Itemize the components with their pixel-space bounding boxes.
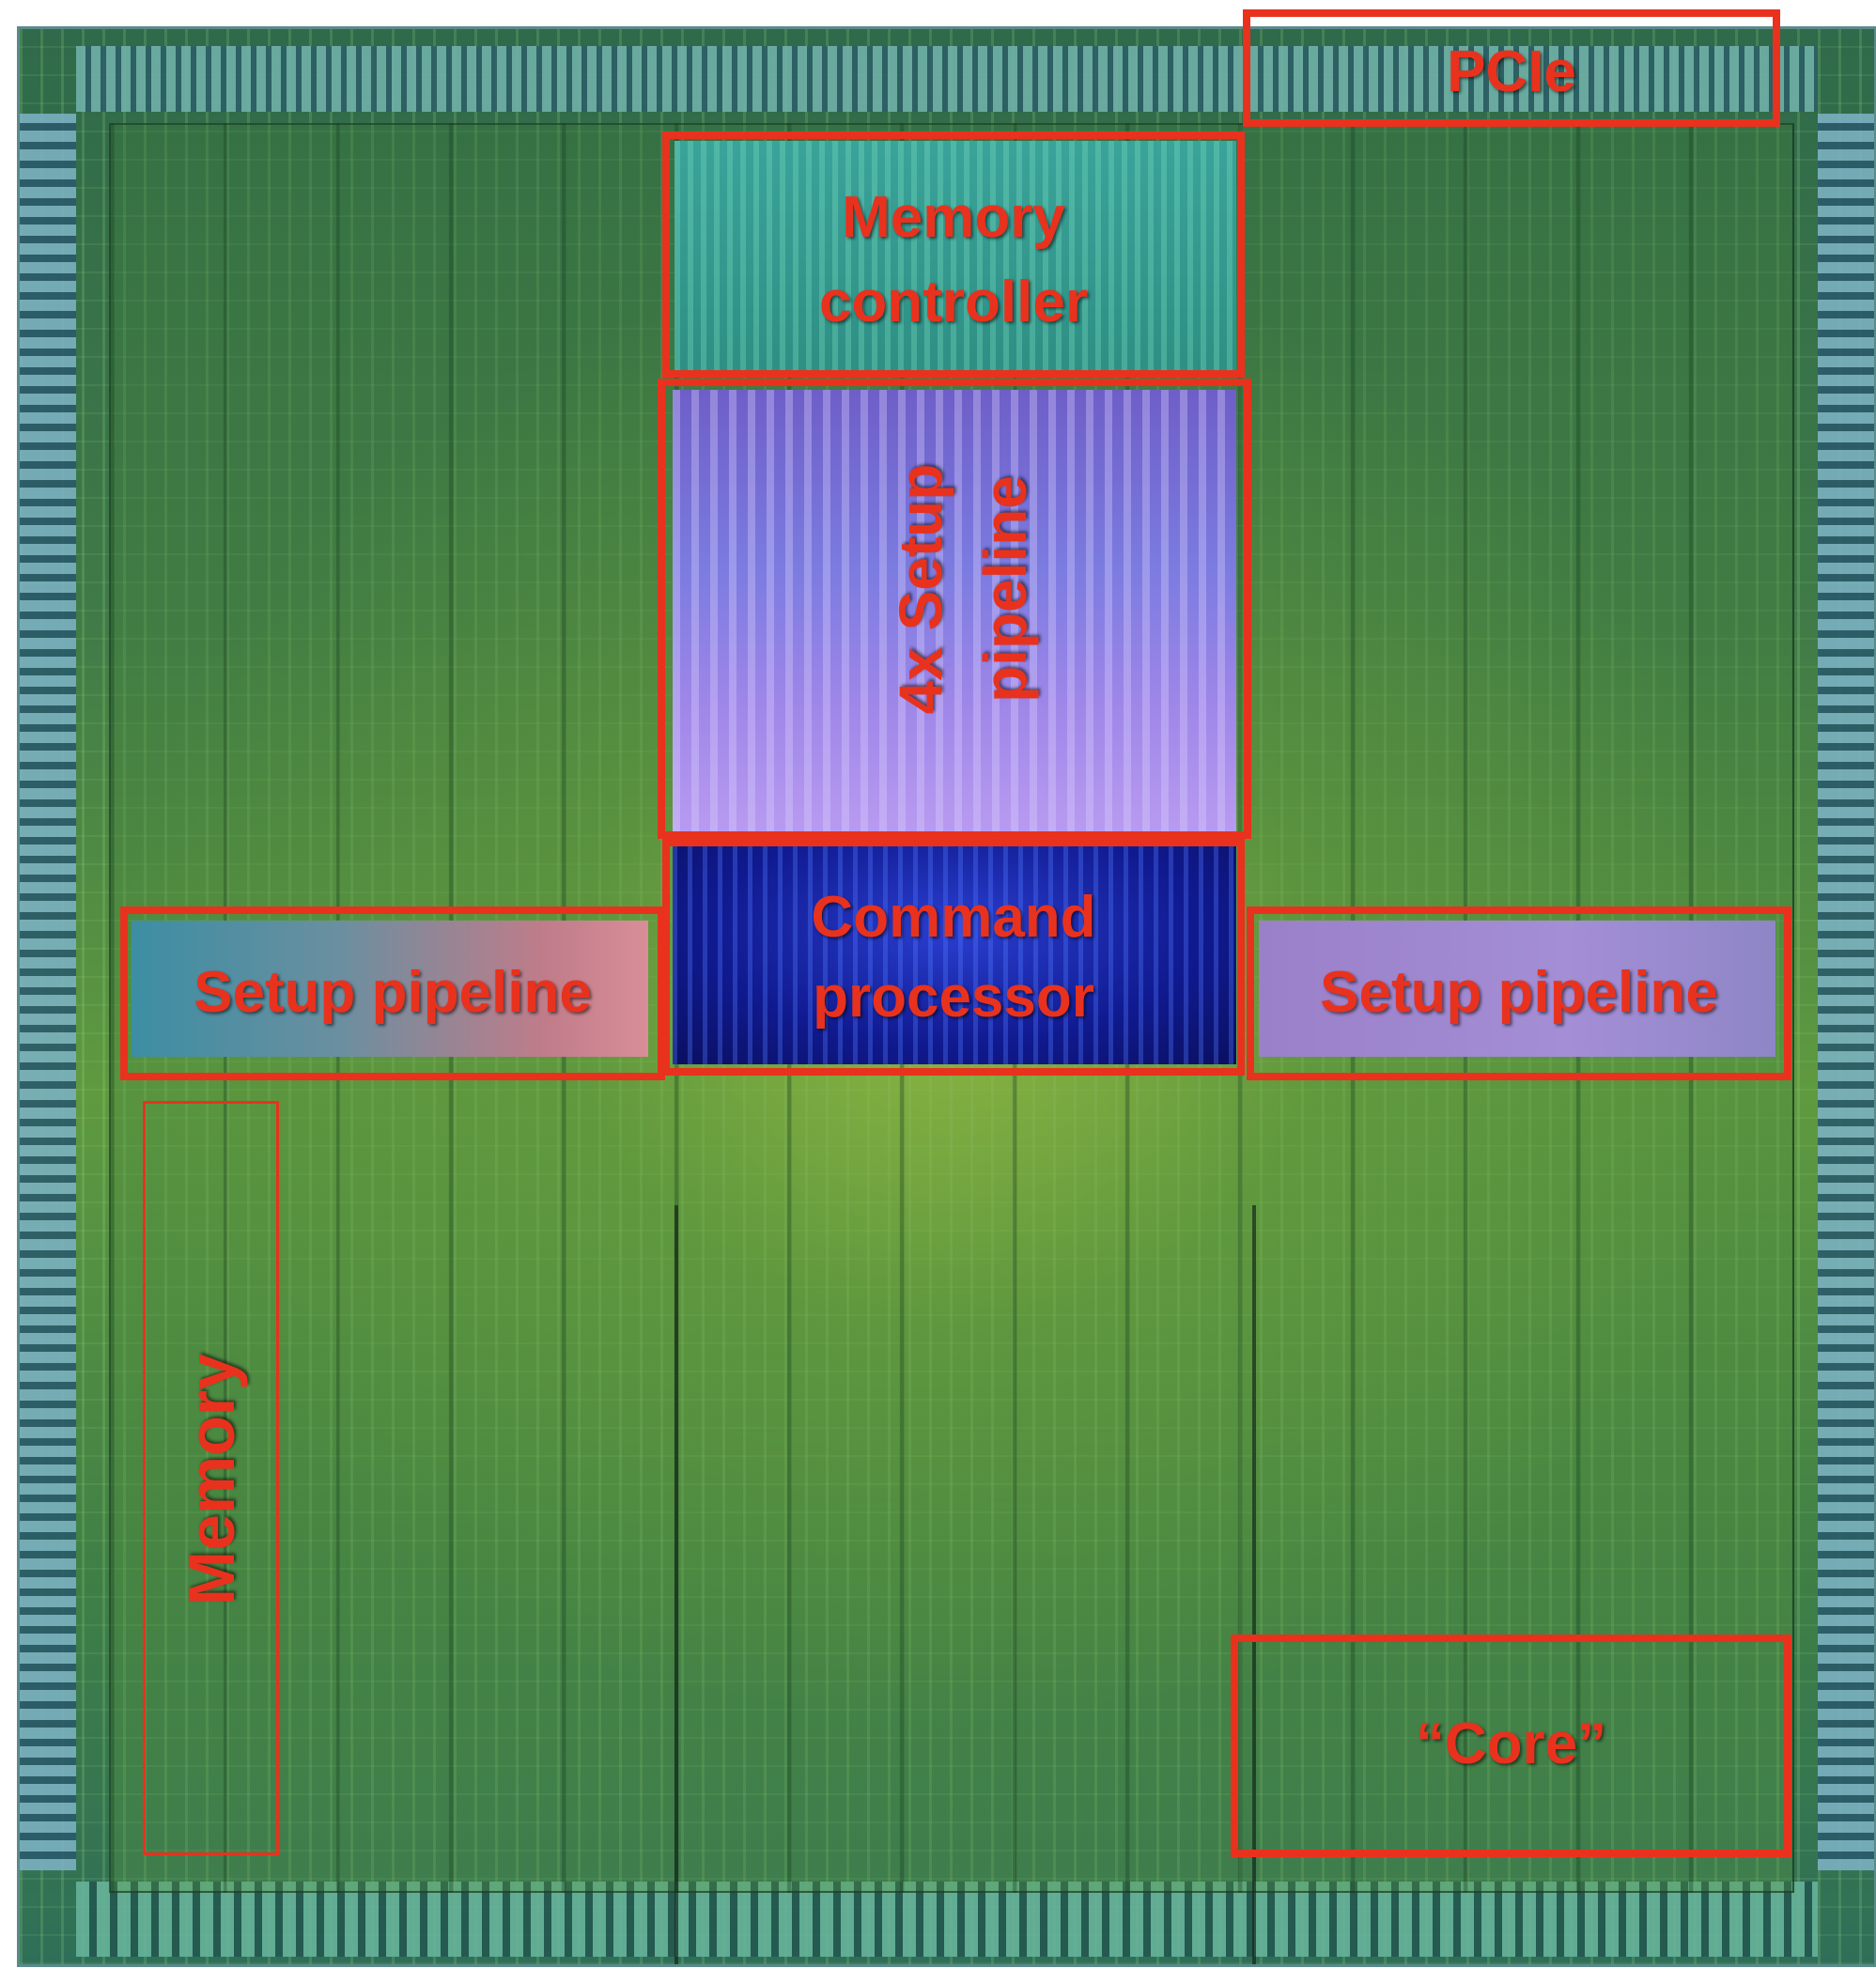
pad-ring-left xyxy=(20,114,76,1870)
setup-pipeline-left-label: Setup pipeline xyxy=(120,958,665,1028)
pad-ring-right xyxy=(1818,114,1874,1870)
setup-4x-label-line2: pipeline xyxy=(970,439,1040,739)
command-processor-label-line1: Command xyxy=(662,883,1245,953)
command-processor-label-line2: processor xyxy=(662,963,1245,1032)
pad-ring-bottom xyxy=(76,1882,1818,1957)
memory-controller-label-line2: controller xyxy=(662,268,1245,337)
setup-pipeline-right-label: Setup pipeline xyxy=(1247,958,1791,1028)
core-label: “Core” xyxy=(1231,1710,1791,1779)
memory-label: Memory xyxy=(174,1329,249,1630)
command-processor-box xyxy=(662,839,1245,1076)
memory-controller-box xyxy=(662,132,1245,378)
pcie-label: PCIe xyxy=(1243,38,1780,107)
column-divider xyxy=(674,1205,678,1967)
memory-controller-label-line1: Memory xyxy=(662,183,1245,253)
setup-4x-label-line1: 4x Setup xyxy=(886,439,955,739)
